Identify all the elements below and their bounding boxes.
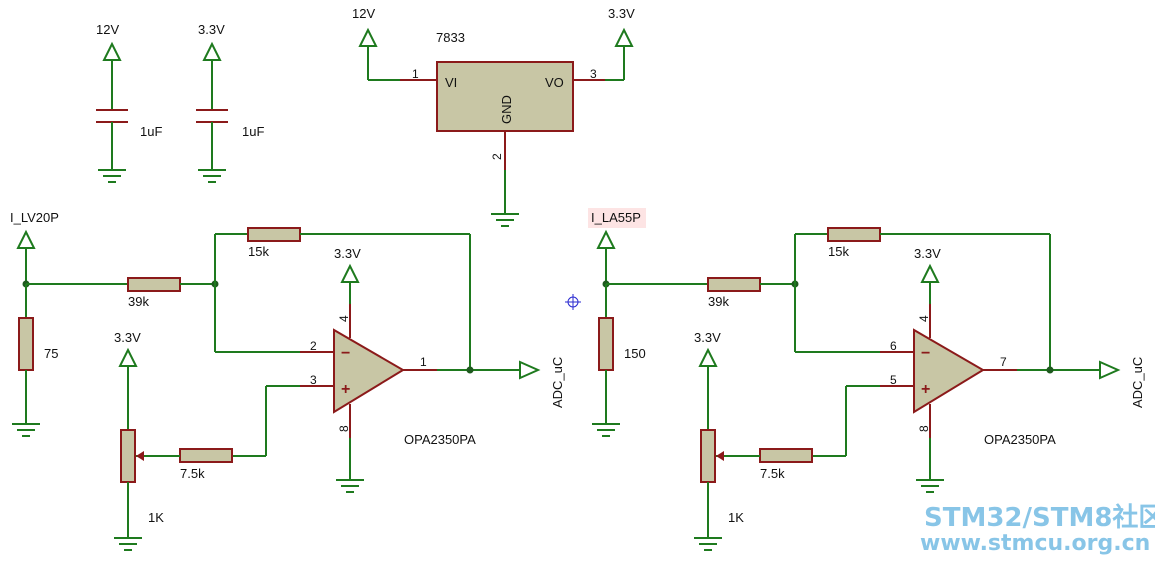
crosshair-cursor-icon	[565, 294, 581, 310]
watermark-line1: STM32/STM8社区	[924, 502, 1155, 533]
resistor-value: 39k	[128, 294, 149, 309]
resistor-value: 7.5k	[180, 466, 205, 481]
input-label: I_LV20P	[10, 210, 59, 225]
resistor-value: 7.5k	[760, 466, 785, 481]
pot-value: 1K	[728, 510, 744, 525]
output-arrow-icon	[1099, 360, 1121, 380]
potentiometer	[700, 429, 716, 483]
pin-number: 7	[1000, 355, 1007, 369]
channel-2: I_LA55P 150 39k 15k 6 − + OPA2350PA 3.3V…	[588, 208, 1145, 551]
ground-icon	[693, 537, 723, 551]
noninverting-sign: +	[341, 381, 350, 398]
noninverting-sign: +	[921, 381, 930, 398]
output-label: ADC_uC	[1130, 357, 1145, 408]
opamp-part: OPA2350PA	[984, 432, 1056, 447]
channel-1: I_LV20P 75 39k 15k 2 − + OPA2350PA 3.3	[10, 210, 565, 551]
capacitor-value: 1uF	[140, 124, 162, 139]
opamp-part: OPA2350PA	[404, 432, 476, 447]
wiper-arrow-icon	[716, 451, 724, 461]
potentiometer	[120, 429, 136, 483]
shunt-resistor	[18, 317, 34, 371]
rail-label: 3.3V	[198, 22, 225, 37]
resistor-value: 15k	[248, 244, 269, 259]
ground-icon	[113, 537, 143, 551]
regulator-body	[436, 61, 574, 132]
pin-name-gnd: GND	[499, 95, 514, 124]
pot-value: 1K	[148, 510, 164, 525]
inverting-sign: −	[341, 345, 350, 362]
ground-icon	[197, 169, 227, 183]
ground-icon	[591, 423, 621, 437]
power-arrow-icon	[699, 349, 717, 367]
pin-name-vi: VI	[445, 75, 457, 90]
label-highlight	[588, 208, 646, 228]
watermark-line2: www.stmcu.org.cn	[920, 531, 1150, 556]
power-arrow-icon	[119, 349, 137, 367]
rail-label: 12V	[96, 22, 119, 37]
power-arrow-icon	[359, 29, 377, 47]
pin-number: 4	[917, 315, 931, 322]
cap-12v-group: 12V 1uF	[96, 22, 162, 183]
resistor-value: 15k	[828, 244, 849, 259]
pin-name-vo: VO	[545, 75, 564, 90]
rail-label: 3.3V	[114, 330, 141, 345]
wiper-arrow-icon	[136, 451, 144, 461]
rail-label: 3.3V	[914, 246, 941, 261]
input-arrow-icon	[597, 231, 615, 249]
junction	[466, 366, 474, 374]
rail-label: 3.3V	[694, 330, 721, 345]
shunt-resistor	[598, 317, 614, 371]
pin-number: 3	[590, 67, 597, 81]
cap-3v3-group: 3.3V 1uF	[196, 22, 264, 183]
feedback-resistor	[827, 227, 881, 242]
pin-number: 2	[310, 339, 317, 353]
output-label: ADC_uC	[550, 357, 565, 408]
opamp-body	[913, 328, 985, 414]
input-arrow-icon	[17, 231, 35, 249]
pin-number: 3	[310, 373, 317, 387]
opamp-body	[333, 328, 405, 414]
feedback-resistor	[247, 227, 301, 242]
capacitor-value: 1uF	[242, 124, 264, 139]
resistor-value: 75	[44, 346, 58, 361]
junction	[1046, 366, 1054, 374]
ground-icon	[490, 213, 520, 227]
pin-number: 5	[890, 373, 897, 387]
output-arrow-icon	[519, 360, 541, 380]
power-arrow-icon	[921, 265, 939, 283]
pin-number: 8	[917, 425, 931, 432]
regulator-part: 7833	[436, 30, 465, 45]
rail-label: 12V	[352, 6, 375, 21]
input-label: I_LA55P	[591, 210, 641, 225]
resistor-value: 150	[624, 346, 646, 361]
power-arrow-icon	[341, 265, 359, 283]
inverting-sign: −	[921, 345, 930, 362]
input-resistor	[127, 277, 181, 292]
input-resistor	[707, 277, 761, 292]
regulator-7833: 12V 1 VI VO GND 7833 3 3.3V 2	[352, 6, 635, 227]
resistor-value: 39k	[708, 294, 729, 309]
rail-label: 3.3V	[608, 6, 635, 21]
bias-resistor	[179, 448, 233, 463]
ground-icon	[915, 479, 945, 493]
ground-icon	[97, 169, 127, 183]
rail-label: 3.3V	[334, 246, 361, 261]
ground-icon	[335, 479, 365, 493]
pin-number: 6	[890, 339, 897, 353]
ground-icon	[11, 423, 41, 437]
watermark: STM32/STM8社区 www.stmcu.org.cn	[920, 502, 1155, 556]
power-arrow-icon	[615, 29, 633, 47]
pin-number: 4	[337, 315, 351, 322]
pin-number: 8	[337, 425, 351, 432]
pin-number: 1	[420, 355, 427, 369]
pin-number: 1	[412, 67, 419, 81]
power-arrow-icon	[203, 43, 221, 61]
pin-number: 2	[490, 153, 504, 160]
power-arrow-icon	[103, 43, 121, 61]
bias-resistor	[759, 448, 813, 463]
